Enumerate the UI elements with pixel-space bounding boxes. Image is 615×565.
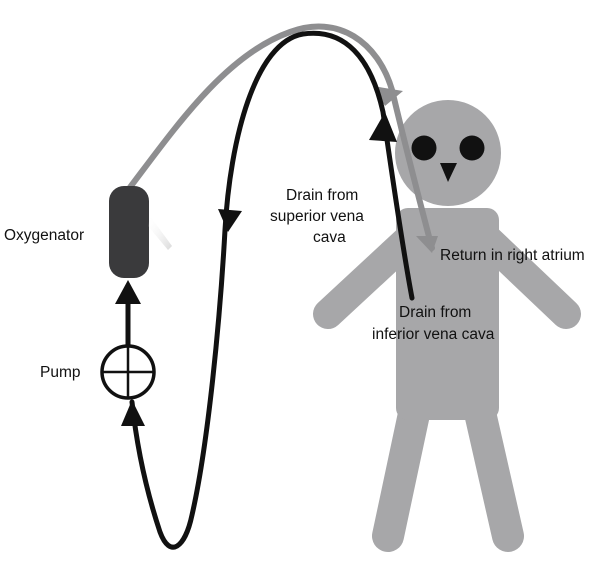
venous-arrow-head-side <box>218 209 242 232</box>
return-right-atrium-label: Return in right atrium <box>440 247 585 264</box>
pump-icon <box>102 346 154 398</box>
drain-inferior-label-line2: inferior vena cava <box>372 326 495 343</box>
venous-arrow-head-head <box>369 112 397 142</box>
right-eye <box>460 136 485 161</box>
pump-arrow-head <box>115 280 141 304</box>
oxygenator-label: Oxygenator <box>4 227 84 244</box>
drain-superior-label-line1: Drain from <box>286 187 358 204</box>
oxygenator-icon <box>109 186 172 278</box>
drain-superior-label-line2: superior vena <box>270 208 364 225</box>
venous-arrow-head-bottom <box>121 400 145 426</box>
drain-superior-label-line3: cava <box>313 229 346 246</box>
left-eye <box>412 136 437 161</box>
pump-label: Pump <box>40 364 81 381</box>
drain-inferior-label-line1: Drain from <box>399 304 471 321</box>
head <box>395 100 501 206</box>
